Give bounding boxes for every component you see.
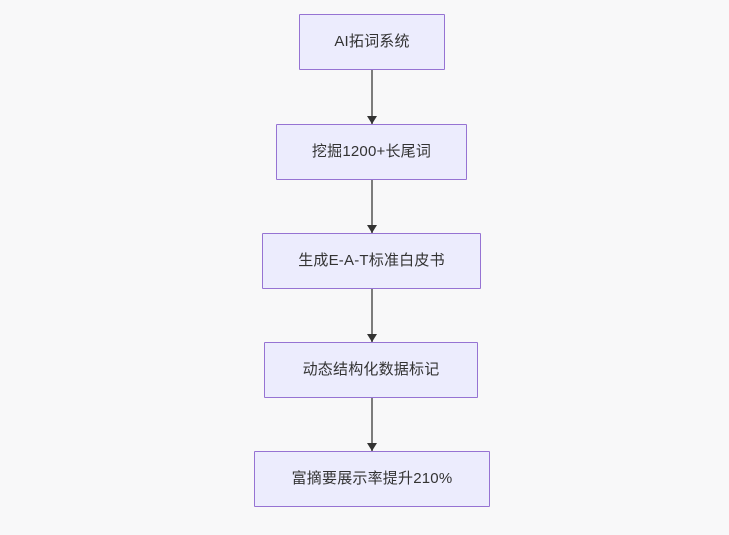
arrowhead-icon	[367, 443, 377, 451]
edge-line	[371, 180, 373, 233]
edge-line	[371, 70, 373, 124]
edge-line	[371, 289, 373, 342]
flow-node-label: 生成E-A-T标准白皮书	[298, 252, 445, 269]
flow-node-label: AI拓词系统	[334, 33, 410, 50]
arrowhead-icon	[367, 225, 377, 233]
edge-line	[371, 398, 373, 451]
flow-node-dynamic-structured-data-markup[interactable]: 动态结构化数据标记	[264, 342, 478, 398]
flow-node-label: 挖掘1200+长尾词	[311, 143, 432, 160]
flow-node-label: 富摘要展示率提升210%	[291, 470, 453, 487]
flow-node-mine-longtail-keywords[interactable]: 挖掘1200+长尾词	[276, 124, 467, 180]
arrowhead-icon	[367, 116, 377, 124]
arrowhead-icon	[367, 334, 377, 342]
flow-node-label: 动态结构化数据标记	[302, 361, 440, 378]
flow-node-ai-keyword-system[interactable]: AI拓词系统	[299, 14, 445, 70]
flow-node-rich-snippet-impression-lift[interactable]: 富摘要展示率提升210%	[254, 451, 490, 507]
flow-node-generate-eat-whitepaper[interactable]: 生成E-A-T标准白皮书	[262, 233, 481, 289]
